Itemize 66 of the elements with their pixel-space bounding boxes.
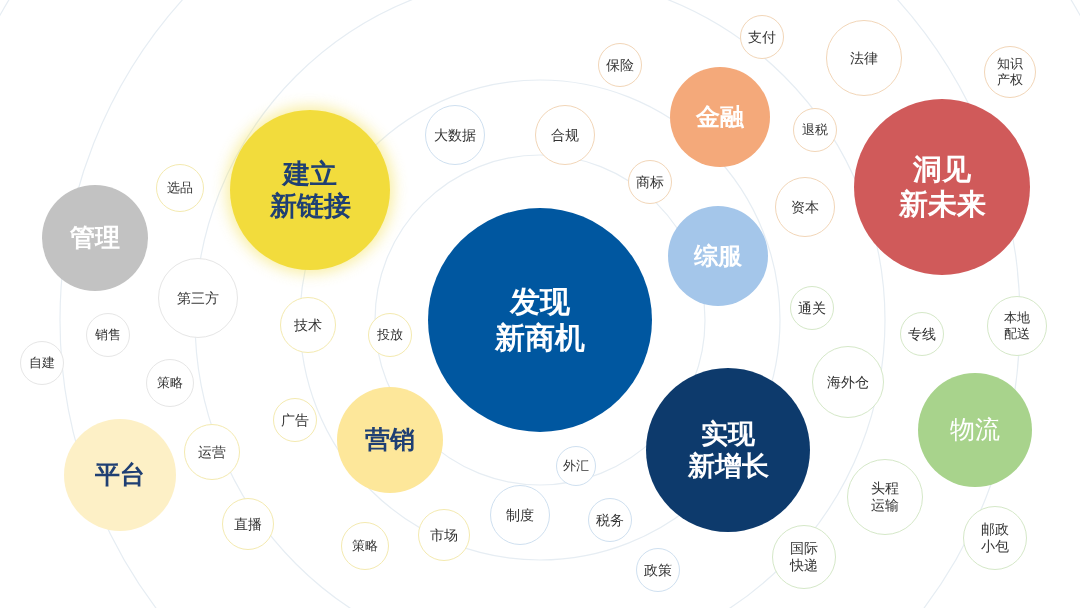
bubble	[636, 548, 680, 592]
bubble-label: 退税	[802, 122, 828, 138]
bubble-label: 支付	[748, 28, 776, 46]
bubble-label: 管理	[70, 223, 120, 253]
bubble	[628, 160, 672, 204]
bubble-label: 策略	[352, 538, 378, 554]
bubble-label: 自建	[29, 355, 55, 371]
bubble-label: 外汇	[563, 458, 589, 474]
bubble-label: 金融	[696, 102, 744, 132]
bubble	[790, 286, 834, 330]
bubble-label: 合规	[551, 126, 579, 144]
bubble	[86, 313, 130, 357]
bubble-label: 资本	[791, 198, 819, 216]
bubble-label: 发现新商机	[495, 284, 585, 356]
bubble-label: 市场	[430, 526, 458, 544]
bubble-label: 头程运输	[871, 480, 899, 514]
bubble-label: 技术	[294, 316, 322, 334]
bubble-label: 税务	[596, 511, 624, 529]
bubble-label: 销售	[95, 327, 121, 343]
bubble	[588, 498, 632, 542]
bubble	[900, 312, 944, 356]
bubble	[20, 341, 64, 385]
bubble-label: 法律	[850, 49, 878, 67]
bubble	[368, 313, 412, 357]
bubble-label: 政策	[644, 561, 672, 579]
bubble	[184, 424, 240, 480]
bubble-label: 制度	[506, 506, 534, 524]
bubble	[418, 509, 470, 561]
bubble-label: 通关	[798, 299, 826, 317]
bubble-label: 直播	[234, 515, 262, 533]
bubble-label: 运营	[198, 443, 226, 461]
bubble-label: 投放	[377, 327, 403, 343]
bubble-label: 本地配送	[1004, 310, 1030, 342]
bubble	[793, 108, 837, 152]
bubble-label: 专线	[908, 325, 936, 343]
bubble	[280, 297, 336, 353]
bubble	[230, 110, 390, 270]
bubble-label: 保险	[606, 56, 634, 74]
bubble-label: 选品	[167, 180, 193, 196]
bubble	[425, 105, 485, 165]
bubble-label: 邮政小包	[981, 521, 1009, 555]
bubble-label: 商标	[636, 173, 664, 191]
bubble	[556, 446, 596, 486]
bubble-label: 综服	[694, 241, 742, 271]
bubble	[222, 498, 274, 550]
bubble-label: 知识产权	[997, 56, 1023, 88]
bubble-label: 物流	[950, 415, 1000, 445]
bubble-label: 建立新链接	[269, 157, 351, 223]
bubble-label: 大数据	[434, 126, 476, 144]
bubble-label: 第三方	[177, 289, 219, 307]
bubble-label: 平台	[95, 460, 145, 490]
bubble	[156, 164, 204, 212]
bubble	[535, 105, 595, 165]
bubble	[341, 522, 389, 570]
bubble	[598, 43, 642, 87]
bubble-label: 实现新增长	[687, 417, 769, 483]
bubble	[984, 46, 1036, 98]
bubble-label: 海外仓	[827, 373, 869, 391]
bubble-label: 策略	[157, 375, 183, 391]
bubble-label: 国际快递	[790, 540, 818, 574]
bubble	[146, 359, 194, 407]
bubble-label: 营销	[365, 425, 415, 455]
bubble-label: 洞见新未来	[898, 152, 986, 222]
bubble	[273, 398, 317, 442]
bubble	[740, 15, 784, 59]
bubble-label: 广告	[281, 411, 309, 429]
